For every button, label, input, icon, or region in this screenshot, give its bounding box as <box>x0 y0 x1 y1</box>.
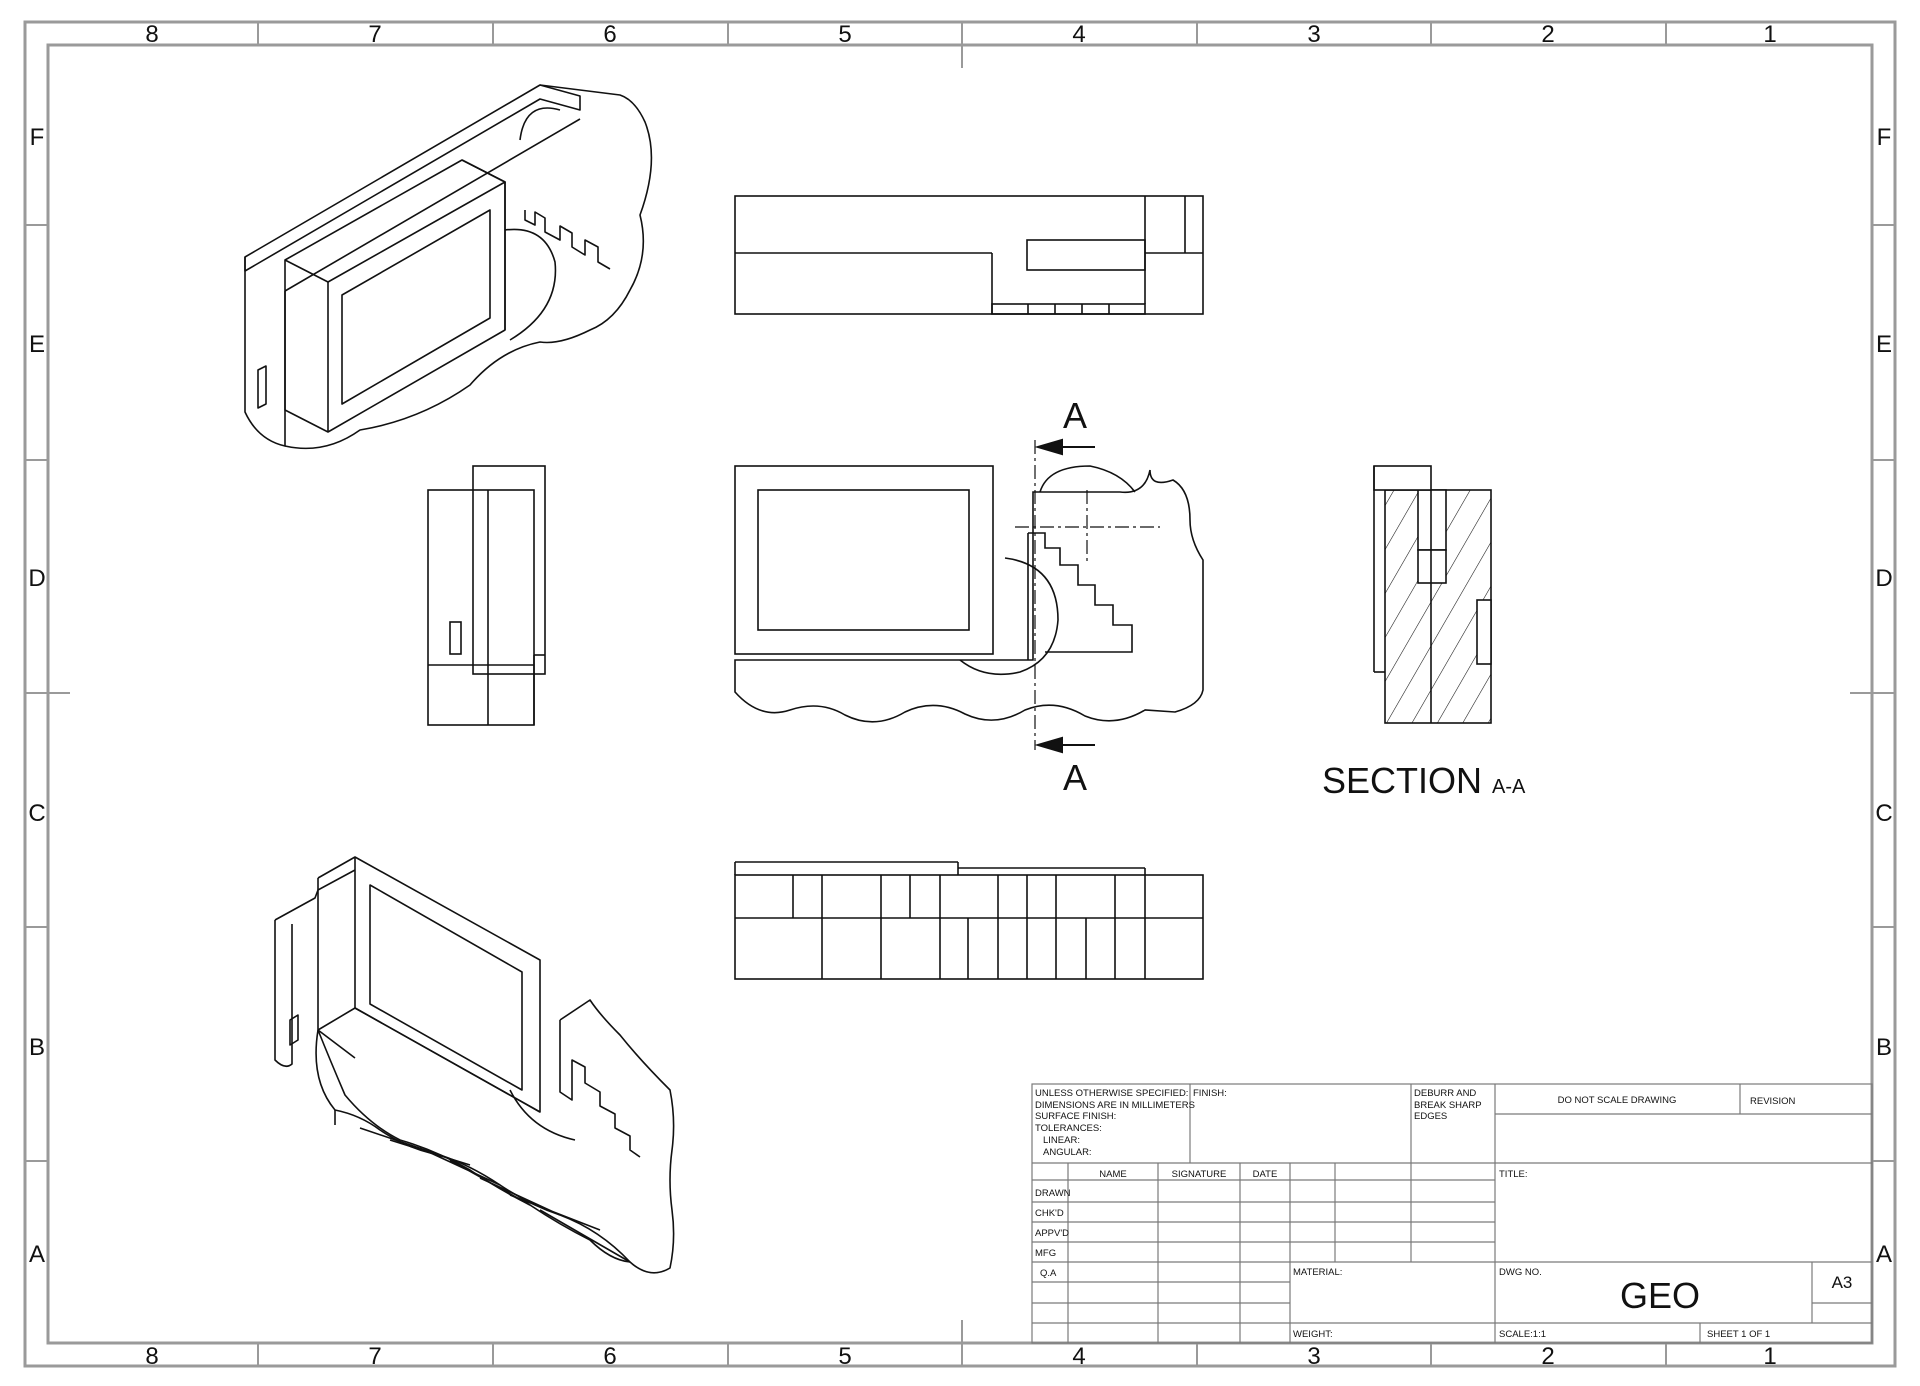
zone-col-label: 1 <box>1763 1343 1776 1370</box>
zone-col-label: 8 <box>145 1343 158 1370</box>
row-labels-right: F E D C B A <box>1875 124 1892 1268</box>
zone-col-label: 8 <box>145 21 158 48</box>
section-cut-letter-top: A <box>1063 395 1087 436</box>
tb-title-label: TITLE: <box>1499 1169 1528 1180</box>
front-view <box>734 465 1204 723</box>
tb-revision-label: REVISION <box>1750 1096 1796 1107</box>
bottom-view <box>734 861 1204 980</box>
tb-row-label: APPV'D <box>1035 1228 1069 1239</box>
tb-note-line: UNLESS OTHERWISE SPECIFIED: <box>1035 1088 1188 1099</box>
zone-row-label: E <box>29 331 45 358</box>
isometric-view-bottom <box>274 856 675 1274</box>
zone-col-label: 2 <box>1541 1343 1554 1370</box>
zone-col-label: 5 <box>838 21 851 48</box>
centerlines <box>1015 440 1160 750</box>
zone-col-label: 4 <box>1072 1343 1085 1370</box>
zone-ticks <box>25 22 1895 1366</box>
tb-row-label: CHK'D <box>1035 1208 1064 1219</box>
sheet-border <box>23 20 1897 1368</box>
zone-row-label: A <box>1876 1241 1892 1268</box>
tb-row-label: Q.A <box>1040 1268 1057 1279</box>
section-title-main: SECTION <box>1322 760 1482 801</box>
section-view <box>1373 465 1492 724</box>
tb-note-line: SURFACE FINISH: <box>1035 1111 1116 1122</box>
tb-deburr-line: DEBURR AND <box>1414 1088 1476 1099</box>
section-cut-arrows <box>1034 438 1095 754</box>
zone-col-label: 2 <box>1541 21 1554 48</box>
tb-material-label: MATERIAL: <box>1293 1267 1342 1278</box>
tb-row-label: DRAWN <box>1035 1188 1071 1199</box>
tb-deburr-line: BREAK SHARP <box>1414 1100 1482 1111</box>
tb-row-label: MFG <box>1035 1248 1056 1259</box>
tb-sheet-count: SHEET 1 OF 1 <box>1707 1329 1770 1340</box>
zone-row-label: F <box>30 124 45 151</box>
zone-row-label: B <box>29 1034 45 1061</box>
title-block <box>1031 1083 1873 1344</box>
tb-note-line: LINEAR: <box>1043 1135 1080 1146</box>
zone-row-label: C <box>1875 800 1892 827</box>
section-title: SECTION A-A <box>1322 760 1526 801</box>
section-cut-letter-bottom: A <box>1063 757 1087 798</box>
column-labels-top: 8 7 6 5 4 3 2 1 <box>145 21 1776 48</box>
tb-note-line: ANGULAR: <box>1043 1147 1092 1158</box>
tb-header-date: DATE <box>1253 1169 1278 1180</box>
zone-col-label: 6 <box>603 21 616 48</box>
zone-row-label: B <box>1876 1034 1892 1061</box>
zone-row-label: C <box>28 800 45 827</box>
zone-row-label: A <box>29 1241 45 1268</box>
tb-scale: SCALE:1:1 <box>1499 1329 1546 1340</box>
tb-sheet-size: A3 <box>1832 1273 1853 1292</box>
tb-dwg-no-label: DWG NO. <box>1499 1267 1542 1278</box>
zone-row-label: D <box>1875 565 1892 592</box>
tb-finish-label: FINISH: <box>1193 1088 1227 1099</box>
zone-col-label: 7 <box>368 21 381 48</box>
tb-header-name: NAME <box>1099 1169 1126 1180</box>
zone-col-label: 3 <box>1307 21 1320 48</box>
tb-do-not-scale: DO NOT SCALE DRAWING <box>1558 1095 1677 1106</box>
tb-dwg-no: GEO <box>1620 1275 1700 1316</box>
column-labels-bottom: 8 7 6 5 4 3 2 1 <box>145 1343 1776 1370</box>
top-view <box>734 195 1204 315</box>
tb-note-line: TOLERANCES: <box>1035 1123 1102 1134</box>
zone-row-label: D <box>28 565 45 592</box>
tb-note-line: DIMENSIONS ARE IN MILLIMETERS <box>1035 1100 1195 1111</box>
tb-deburr-line: EDGES <box>1414 1111 1447 1122</box>
row-labels-left: F E D C B A <box>28 124 45 1268</box>
tb-header-signature: SIGNATURE <box>1172 1169 1227 1180</box>
isometric-view-top <box>244 84 653 450</box>
zone-col-label: 4 <box>1072 21 1085 48</box>
zone-col-label: 6 <box>603 1343 616 1370</box>
tb-weight-label: WEIGHT: <box>1293 1329 1333 1340</box>
zone-col-label: 7 <box>368 1343 381 1370</box>
zone-col-label: 1 <box>1763 21 1776 48</box>
title-block-text: UNLESS OTHERWISE SPECIFIED: DIMENSIONS A… <box>1035 1088 1852 1340</box>
zone-row-label: E <box>1876 331 1892 358</box>
zone-row-label: F <box>1877 124 1892 151</box>
section-title-sub: A-A <box>1492 776 1526 798</box>
left-side-view <box>427 465 546 726</box>
zone-col-label: 3 <box>1307 1343 1320 1370</box>
zone-col-label: 5 <box>838 1343 851 1370</box>
